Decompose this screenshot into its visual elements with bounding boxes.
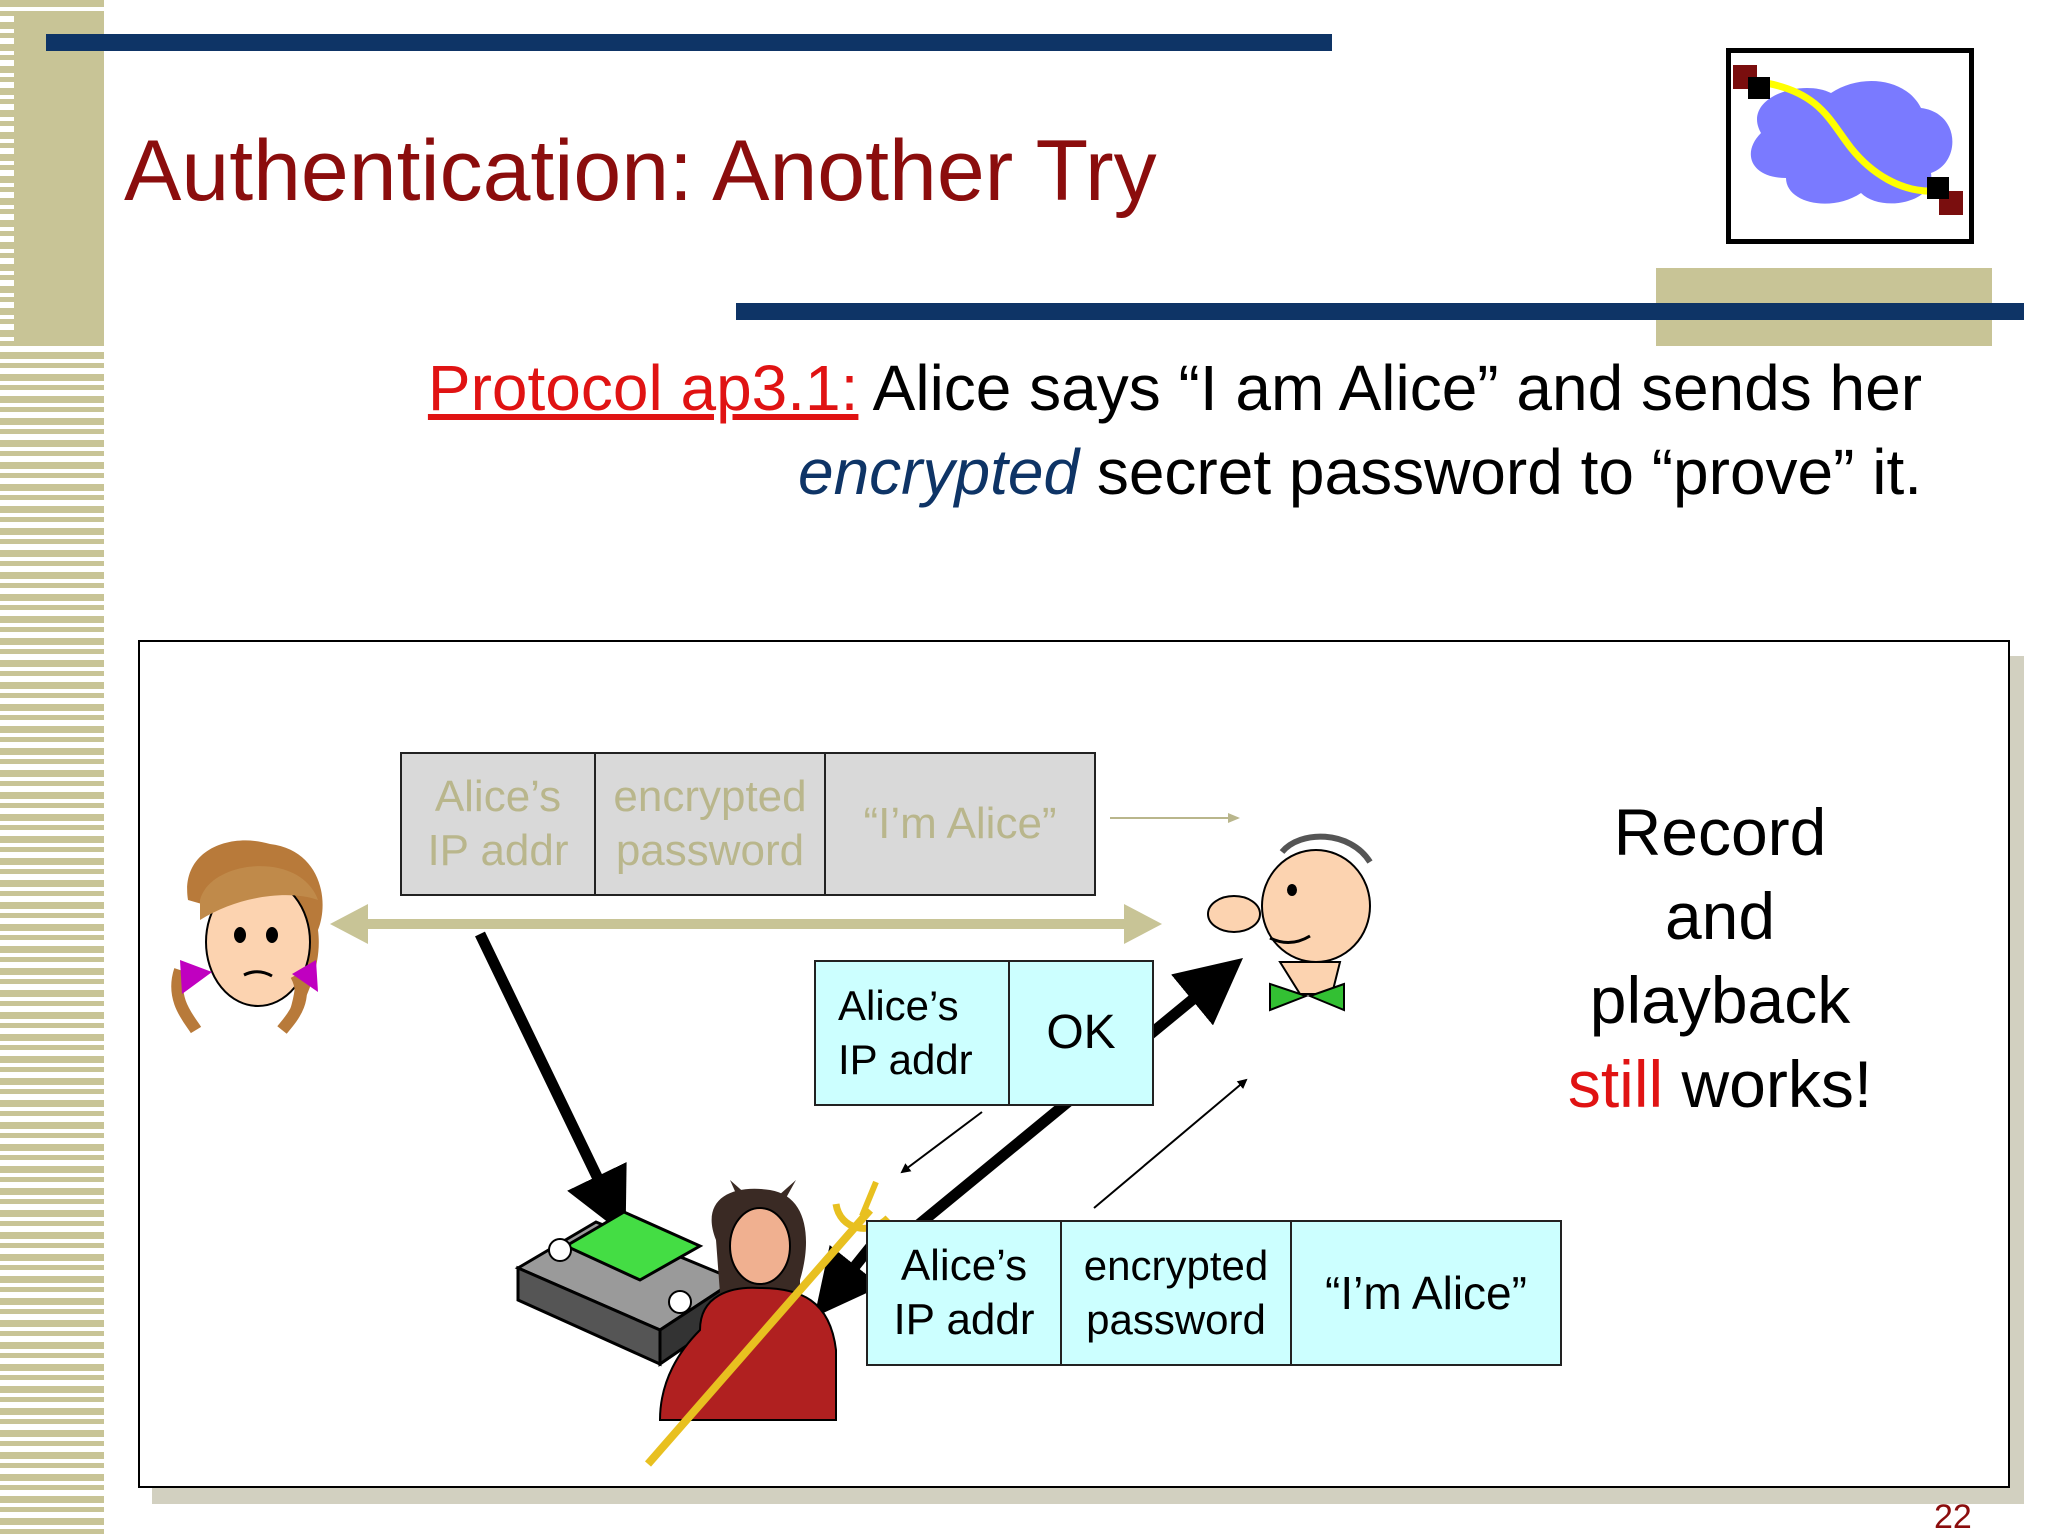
ok-reply-arrow xyxy=(902,1112,982,1172)
packet-password-field: encrypted password xyxy=(596,754,826,894)
note-line-2: and xyxy=(1520,874,1920,958)
still-emphasis: still xyxy=(1568,1047,1663,1121)
packet-ip-field: Alice’s IP addr xyxy=(402,754,596,894)
note-line-3: playback xyxy=(1520,958,1920,1042)
note-line-4: still works! xyxy=(1520,1042,1920,1126)
packet-message-field: “I’m Alice” xyxy=(1292,1222,1560,1364)
record-playback-note: Record and playback still works! xyxy=(1520,790,1920,1126)
packet-ip-field: Alice’s IP addr xyxy=(816,962,1010,1104)
packet-ip-field: Alice’s IP addr xyxy=(868,1222,1062,1364)
alice-bob-double-arrow xyxy=(330,904,1162,944)
playback-packet: Alice’s IP addr encrypted password “I’m … xyxy=(866,1220,1562,1366)
note-line-1: Record xyxy=(1520,790,1920,874)
bob-avatar-icon xyxy=(1208,837,1370,1010)
packet-password-field: encrypted password xyxy=(1062,1222,1292,1364)
record-arrow xyxy=(480,934,616,1216)
alice-avatar-icon xyxy=(177,840,322,1030)
packet-message-field: “I’m Alice” xyxy=(826,754,1094,894)
recorded-packet: Alice’s IP addr encrypted password “I’m … xyxy=(400,752,1096,896)
packet-status-field: OK xyxy=(1010,962,1152,1104)
page-number: 22 xyxy=(1934,1498,1972,1537)
note-line-4-text: works! xyxy=(1663,1047,1872,1121)
reply-packet: Alice’s IP addr OK xyxy=(814,960,1154,1106)
